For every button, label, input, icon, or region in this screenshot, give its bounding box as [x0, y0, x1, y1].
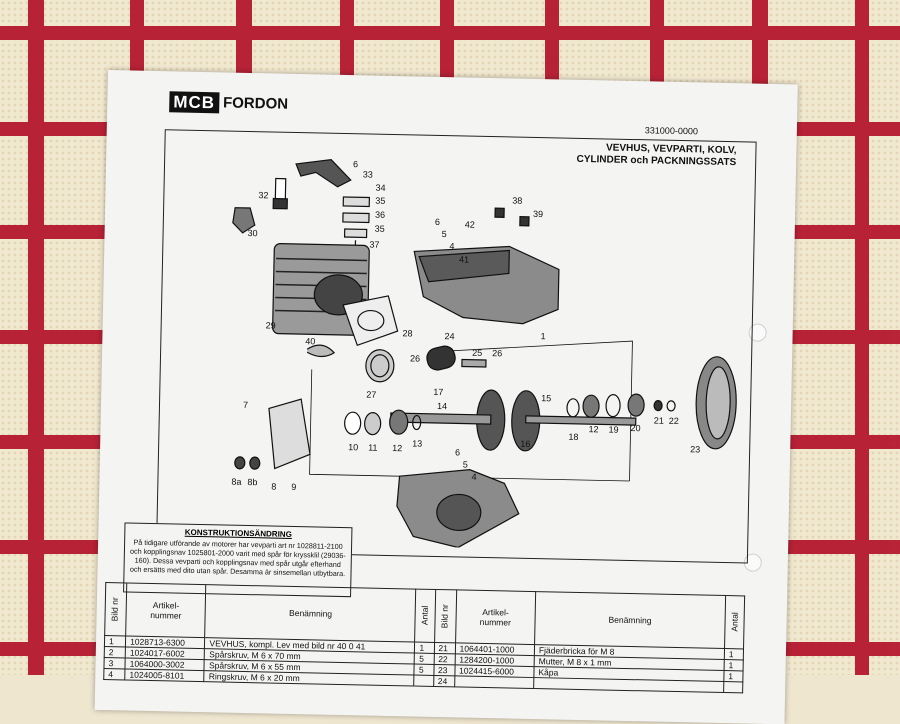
callout: 26	[410, 353, 420, 363]
cell-antal: 1	[724, 660, 743, 671]
cell-artikel: 1284200-1000	[455, 654, 535, 667]
callout: 1	[540, 331, 545, 341]
exploded-engine-diagram: 6 33 34 35 36 35 37 32 30 29 38 39 6 5 4…	[158, 151, 746, 553]
callout: 5	[463, 460, 468, 470]
cell-antal: 1	[724, 649, 743, 660]
cell-artikel: 1024005-8101	[125, 669, 205, 682]
col-header-benamning: Benämning	[205, 585, 416, 642]
callout: 7	[243, 400, 248, 410]
callout: 12	[588, 424, 598, 434]
callout: 5	[442, 229, 447, 239]
cell-artikel	[454, 676, 534, 689]
callout: 28	[402, 328, 412, 338]
callout: 11	[368, 443, 378, 453]
callout: 37	[369, 240, 379, 250]
callout: 19	[608, 425, 618, 435]
callout: 42	[465, 220, 475, 230]
col-header-artikel: Artikel- nummer	[455, 590, 535, 645]
callout: 8b	[247, 477, 257, 487]
callout: 13	[412, 438, 422, 448]
callout: 15	[541, 393, 551, 403]
callout: 6	[353, 159, 358, 169]
callout: 25	[472, 348, 482, 358]
callout: 6	[435, 217, 440, 227]
callout: 41	[459, 254, 469, 264]
col-header-antal: Antal	[420, 606, 430, 626]
callout: 35	[375, 196, 385, 206]
callout: 17	[433, 387, 443, 397]
cell-bild: 24	[433, 675, 454, 686]
callout: 9	[291, 482, 296, 492]
cell-artikel: 1024415-6000	[454, 665, 534, 678]
callout: 26	[492, 348, 502, 358]
cell-bild: 21	[434, 642, 455, 653]
callout: 18	[568, 432, 578, 442]
col-header-bild: Bild nr	[109, 597, 120, 621]
cell-antal: 1	[724, 671, 743, 682]
callout: 4	[471, 472, 476, 482]
callout: 24	[444, 331, 454, 341]
cell-antal	[414, 675, 433, 686]
col-header-bild: Bild nr	[439, 604, 450, 628]
callout: 27	[366, 389, 376, 399]
cell-bild: 22	[434, 653, 455, 664]
callout: 29	[266, 320, 276, 330]
callout: 39	[533, 209, 543, 219]
col-header-artikel: Artikel- nummer	[126, 583, 206, 638]
cell-bild: 1	[104, 636, 125, 647]
callout: 4	[449, 241, 454, 251]
parts-catalog-page: MCB FORDON 331000-0000 VEVHUS, VEVPARTI,…	[95, 70, 798, 724]
callout: 6	[455, 447, 460, 457]
callout: 21	[654, 416, 664, 426]
cell-antal: 5	[415, 653, 434, 664]
callout: 36	[375, 210, 385, 220]
callout: 34	[375, 183, 385, 193]
document-number: 331000-0000	[645, 125, 698, 136]
mcb-logo: MCB FORDON	[169, 91, 288, 114]
callout: 10	[348, 442, 358, 452]
cell-antal: 5	[414, 664, 433, 675]
cell-bild: 23	[433, 664, 454, 675]
callout: 32	[258, 190, 268, 200]
logo-name: FORDON	[223, 94, 288, 112]
callout: 12	[392, 443, 402, 453]
callout: 30	[248, 228, 258, 238]
callout: 8a	[231, 477, 241, 487]
cell-antal: 1	[415, 642, 434, 653]
callout: 23	[690, 444, 700, 454]
cell-bild: 2	[104, 647, 125, 658]
callout: 14	[437, 401, 447, 411]
callout: 35	[375, 224, 385, 234]
callout: 8	[271, 482, 276, 492]
callout: 33	[363, 169, 373, 179]
cell-antal	[723, 682, 742, 693]
callout: 38	[512, 195, 522, 205]
callout: 40	[305, 336, 315, 346]
callout: 22	[669, 416, 679, 426]
col-header-benamning: Benämning	[535, 592, 726, 649]
callout: 20	[631, 423, 641, 433]
parts-table: Bild nr Artikel- nummer Benämning Antal …	[103, 582, 745, 693]
col-header-antal: Antal	[729, 612, 739, 632]
notice-body: På tidigare utförande av motorer har vev…	[129, 538, 346, 579]
cell-bild: 3	[104, 658, 125, 669]
cell-bild: 4	[104, 669, 125, 680]
callout: 16	[520, 439, 530, 449]
logo-badge: MCB	[169, 91, 219, 113]
